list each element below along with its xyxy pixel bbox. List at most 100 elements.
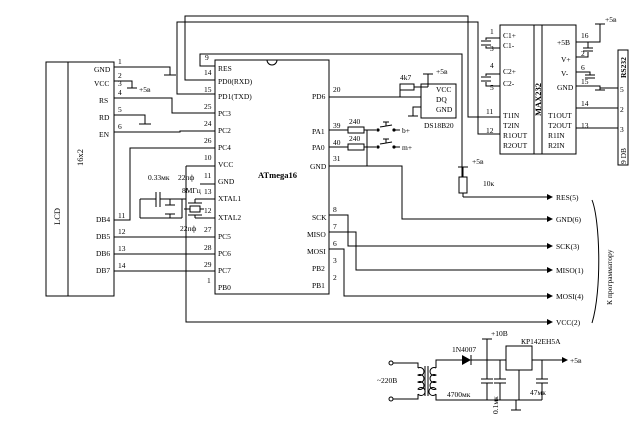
max232-chip: MAX232 C1+ C1- C2+ C2- T1IN T2IN R1OUT R… bbox=[486, 24, 589, 155]
mcu-pin-name-pc5: PC5 bbox=[218, 232, 231, 241]
power-supply: ~220В 1N4007 +10В 4700мк 0.1мк КР142ЕН5А bbox=[377, 329, 582, 414]
mcu-pin-num-12: 12 bbox=[204, 206, 212, 215]
mcu-pin-num-20: 20 bbox=[333, 85, 341, 94]
reset-resistor-label: 10к bbox=[483, 179, 495, 188]
mcu-pin-name-pc7: PC7 bbox=[218, 266, 231, 275]
uart-wiring bbox=[176, 15, 500, 135]
mcu-pin-name-xtal2: XTAL2 bbox=[218, 213, 241, 222]
crystal-cap-bottom-label: 22пф bbox=[180, 224, 197, 233]
mcu-pin-name-gnd: GND bbox=[218, 177, 235, 186]
lcd-pin-num-2: 2 bbox=[118, 71, 122, 80]
sensor-pullup-label: 4k7 bbox=[400, 73, 412, 82]
max232-pin-num-1: 1 bbox=[490, 27, 494, 36]
max232-capacitors: +5в bbox=[481, 15, 617, 91]
mcu-power-wiring bbox=[185, 165, 215, 212]
max232-pin-num-5: 5 bbox=[490, 83, 494, 92]
lcd-pin-num-1: 1 bbox=[118, 57, 122, 66]
sensor-pin-vcc: VCC bbox=[436, 85, 451, 94]
max232-name: MAX232 bbox=[533, 83, 543, 116]
mcu-pin-name-pd0: PD0(RXD) bbox=[218, 77, 253, 86]
power-diode-label: 1N4007 bbox=[452, 345, 476, 354]
max232-pin-name-5b: +5B bbox=[557, 38, 570, 47]
mcu-pin-num-39: 39 bbox=[333, 121, 341, 130]
crystal-freq-label: 8МГц bbox=[182, 186, 201, 195]
programmer-title: К программатору bbox=[605, 249, 614, 305]
max232-pin-num-2: 2 bbox=[581, 49, 585, 58]
max232-pin-num-11: 11 bbox=[486, 107, 493, 116]
lcd-pin-name-rd: RD bbox=[99, 113, 110, 122]
mcu-pin-name-miso: MISO bbox=[307, 230, 326, 239]
crystal-cap-top-label: 22пф bbox=[178, 173, 195, 182]
mcu-pin-num-26: 26 bbox=[204, 136, 212, 145]
lcd-pin-name-vcc: VCC bbox=[94, 79, 109, 88]
lcd-pin-num-6: 6 bbox=[118, 122, 122, 131]
lcd-pin-name-db6: DB6 bbox=[96, 249, 110, 258]
mcu-pin-name-pd6: PD6 bbox=[312, 92, 326, 101]
max232-pin-name-vplus: V+ bbox=[561, 55, 571, 64]
power-cap3-label: 47мк bbox=[530, 388, 546, 397]
rs232-pin-5: 5 bbox=[620, 85, 624, 94]
max232-pin-name-r1in: R1IN bbox=[548, 131, 565, 140]
power-cap2-label: 0.1мк bbox=[491, 396, 500, 414]
prog-signal-mosi: MOSI(4) bbox=[556, 292, 584, 301]
mcu-pin-num-10: 10 bbox=[204, 153, 212, 162]
lcd-title: LCD bbox=[52, 208, 62, 225]
prog-signal-vcc: VCC(2) bbox=[556, 318, 581, 327]
mcu-pin-name-pc4: PC4 bbox=[218, 143, 231, 152]
max232-pin-name-c1plus: C1+ bbox=[503, 31, 516, 40]
mcu-pin-name-xtal1: XTAL1 bbox=[218, 194, 241, 203]
sensor-supply-label: +5в bbox=[436, 67, 448, 76]
button1-resistor-label: 240 bbox=[349, 117, 361, 126]
lcd-wiring: +5в bbox=[114, 66, 215, 272]
button1-label: b+ bbox=[402, 126, 410, 135]
lcd-pin-num-5: 5 bbox=[118, 105, 122, 114]
mcu-pin-name-vcc: VCC bbox=[218, 160, 233, 169]
buttons-section: 240 b+ 240 m+ bbox=[329, 117, 412, 167]
lcd-pin-name-rs: RS bbox=[99, 96, 108, 105]
prog-signal-miso: MISO(1) bbox=[556, 266, 584, 275]
mcu-pin-name-pc2: PC2 bbox=[218, 126, 231, 135]
lcd-pin-num-12: 12 bbox=[118, 227, 126, 236]
mcu-pin-name-pc3: PC3 bbox=[218, 109, 231, 118]
lcd-supply-label: +5в bbox=[139, 85, 151, 94]
programmer-header: К программатору RES(5) GND(6) SCK(3) MIS… bbox=[185, 165, 614, 327]
rs232-pin-3: 3 bbox=[620, 125, 624, 134]
mcu-pin-num-8: 8 bbox=[333, 205, 337, 214]
mcu-pin-num-1: 1 bbox=[207, 276, 211, 285]
lcd-pin-name-db4: DB4 bbox=[96, 215, 110, 224]
max232-pin-name-t1out: T1OUT bbox=[548, 111, 572, 120]
mcu-pin-num-3: 3 bbox=[333, 256, 337, 265]
mcu-pin-name-mosi: MOSI bbox=[307, 247, 326, 256]
max232-pin-num-14: 14 bbox=[581, 99, 589, 108]
mcu-pin-num-40: 40 bbox=[333, 138, 341, 147]
max232-pin-name-vminus: V- bbox=[561, 69, 569, 78]
mcu-pin-num-9: 9 bbox=[205, 53, 209, 62]
lcd-pin-name-gnd: GND bbox=[94, 65, 111, 74]
max232-pin-name-r2out: R2OUT bbox=[503, 141, 528, 150]
prog-signal-sck: SCK(3) bbox=[556, 242, 580, 251]
lcd-pin-num-14: 14 bbox=[118, 261, 126, 270]
mcu-pin-num-14: 14 bbox=[204, 68, 212, 77]
mcu-pin-num-27: 27 bbox=[204, 225, 212, 234]
max232-pin-num-6: 6 bbox=[581, 63, 585, 72]
mcu-pin-num-2: 2 bbox=[333, 273, 337, 282]
mcu-pin-name-pb1: PB1 bbox=[312, 281, 325, 290]
max232-pin-name-t2out: T2OUT bbox=[548, 121, 572, 130]
mcu-pin-num-11: 11 bbox=[204, 171, 211, 180]
mcu-pin-name-pb2: PB2 bbox=[312, 264, 325, 273]
sensor-pin-gnd: GND bbox=[436, 105, 453, 114]
ds18b20-sensor: VCC DQ GND DS18B20 4k7 +5в bbox=[329, 67, 457, 130]
mcu-pin-num-29: 29 bbox=[204, 260, 212, 269]
rs232-connector-label: 9 DB bbox=[619, 148, 628, 164]
lcd-pin-num-13: 13 bbox=[118, 244, 126, 253]
mcu-pin-name-pb0: PB0 bbox=[218, 283, 231, 292]
mcu-pin-num-13: 13 bbox=[204, 187, 212, 196]
mcu-pin-num-28: 28 bbox=[204, 243, 212, 252]
mcu-pin-num-25: 25 bbox=[204, 102, 212, 111]
max232-pin-name-c2plus: C2+ bbox=[503, 67, 516, 76]
max232-pin-num-13: 13 bbox=[581, 121, 589, 130]
lcd-pin-name-db5: DB5 bbox=[96, 232, 110, 241]
max232-pin-num-15: 15 bbox=[581, 77, 589, 86]
mcu-pin-name-pa0: PA0 bbox=[312, 143, 325, 152]
